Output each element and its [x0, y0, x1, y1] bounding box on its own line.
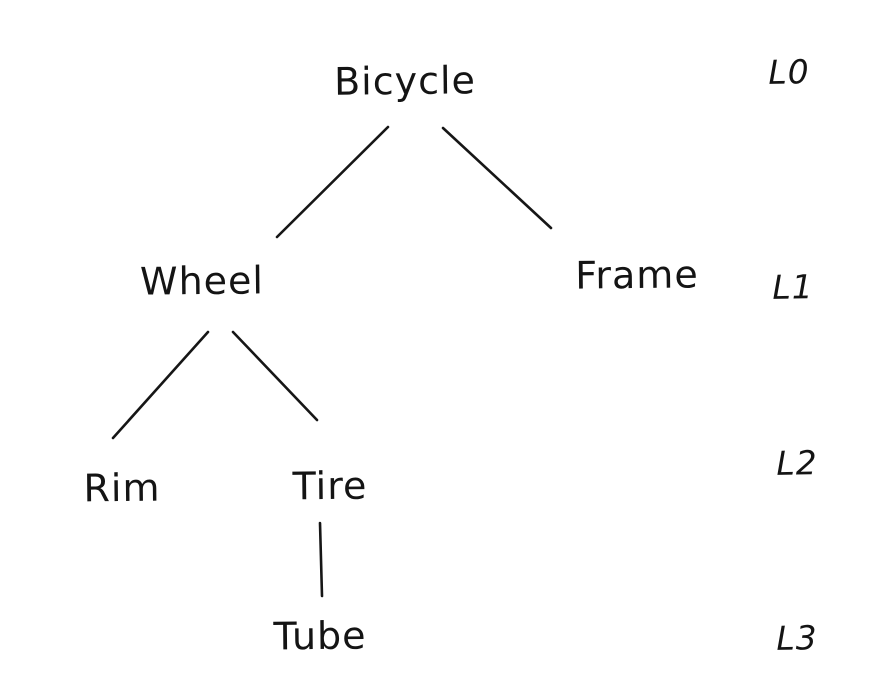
tree-node-tube: Tube: [273, 613, 367, 659]
tree-node-frame: Frame: [575, 252, 699, 298]
edge-wheel-rim: [111, 330, 210, 440]
tree-node-rim: Rim: [83, 465, 161, 511]
level-label-l2: L2: [775, 443, 819, 483]
level-label-l1: L1: [771, 267, 815, 307]
level-label-l0: L0: [767, 52, 811, 92]
edge-bicycle-wheel: [275, 125, 390, 239]
tree-node-tire: Tire: [292, 463, 368, 509]
tree-node-bicycle: Bicycle: [333, 58, 477, 104]
level-label-l3: L3: [775, 618, 819, 658]
tree-node-wheel: Wheel: [139, 258, 265, 304]
edge-bicycle-frame: [441, 126, 553, 230]
edge-tire-tube: [318, 521, 324, 598]
edge-wheel-tire: [231, 330, 319, 422]
